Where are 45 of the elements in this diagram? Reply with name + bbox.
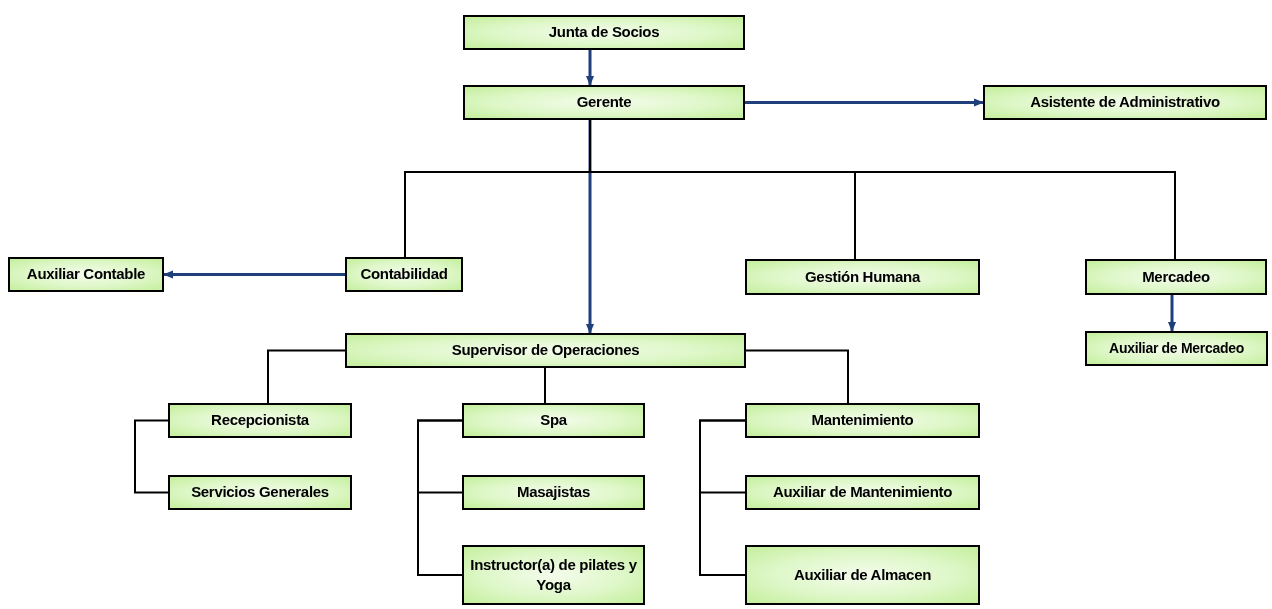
position-label: Auxiliar de Almacen	[793, 564, 932, 585]
arrow	[745, 98, 984, 107]
position-box	[745, 545, 980, 605]
position-box	[1085, 259, 1267, 295]
connector-line	[267, 349, 346, 404]
arrow	[586, 50, 594, 86]
position-label: Auxiliar de Mercadeo	[1109, 339, 1244, 358]
position-label: Instructor(a) de pilates y Yoga	[469, 554, 638, 595]
position-box	[745, 475, 980, 510]
position-box	[345, 257, 463, 292]
position-box	[462, 475, 645, 510]
position-box	[745, 403, 980, 438]
connector-line	[134, 419, 169, 494]
position-label: Asistente de Administrativo	[1030, 92, 1220, 113]
position-label: Servicios Generales	[191, 482, 329, 503]
position-box	[462, 403, 645, 438]
position-label: Contabilidad	[360, 264, 448, 285]
position-label: Spa	[540, 410, 567, 431]
position-box	[345, 333, 746, 368]
position-label: Recepcionista	[211, 410, 309, 431]
position-label: Mantenimiento	[811, 410, 914, 431]
position-label: Mercadeo	[1142, 266, 1210, 287]
connector-line	[699, 419, 746, 576]
arrow	[163, 270, 345, 279]
connector-line	[544, 367, 546, 404]
position-label: Gestión Humana	[805, 266, 920, 287]
position-box	[983, 85, 1267, 120]
position-label: Auxiliar de Mantenimiento	[772, 482, 953, 503]
position-label: Auxiliar Contable	[26, 264, 146, 285]
position-label: Masajistas	[517, 482, 590, 503]
position-box	[463, 15, 745, 50]
position-box	[168, 475, 352, 510]
position-box	[8, 257, 164, 292]
position-label: Supervisor de Operaciones	[451, 340, 640, 361]
arrow	[586, 120, 594, 334]
position-box	[463, 85, 745, 120]
position-box	[462, 545, 645, 605]
position-label: Junta de Socios	[548, 22, 660, 43]
connector-line	[417, 419, 463, 576]
position-box	[168, 403, 352, 438]
position-label: Gerente	[576, 92, 632, 113]
position-box	[1085, 331, 1268, 366]
connector-line	[745, 349, 849, 404]
position-box	[745, 259, 980, 295]
arrow	[1168, 295, 1176, 332]
